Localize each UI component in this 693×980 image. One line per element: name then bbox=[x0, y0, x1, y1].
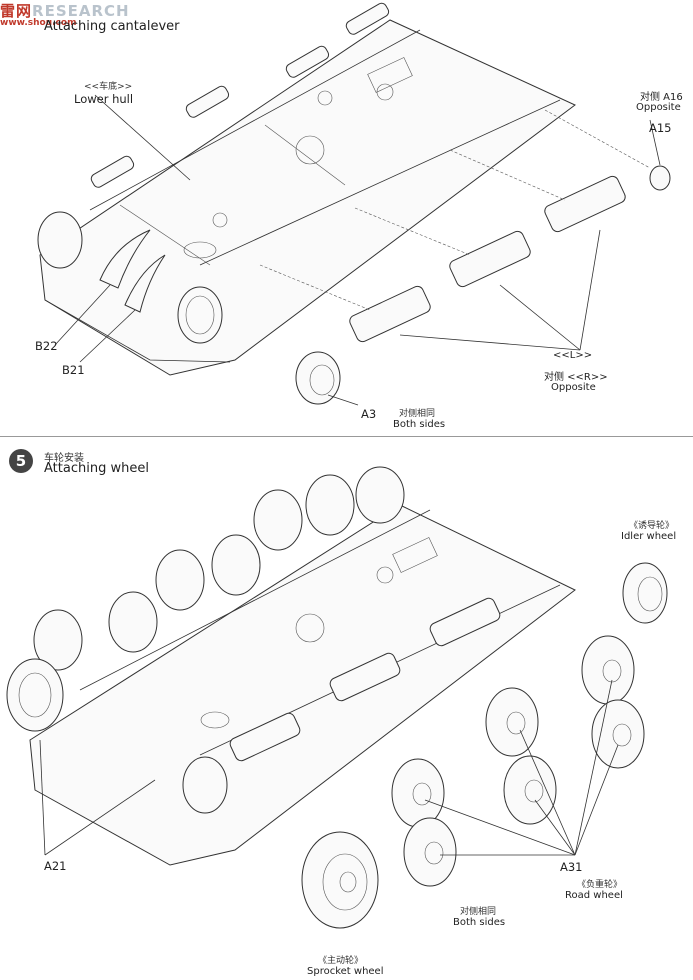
step4-both-sides-cn: 对侧相同 bbox=[399, 409, 436, 419]
part-b22-drawing bbox=[99, 229, 151, 289]
loose-sprocket-wheel bbox=[301, 831, 379, 929]
step5-both-sides-label: Both sides bbox=[453, 917, 506, 928]
opposite-a16-label: Opposite bbox=[636, 102, 681, 113]
watermark-suffix: RESEARCH bbox=[32, 2, 130, 20]
sprocket-wheel-cn-label: 《主动轮》 bbox=[318, 956, 364, 966]
loose-road-wheels bbox=[391, 635, 645, 887]
road-wheel-cn-label: 《负重轮》 bbox=[577, 880, 623, 890]
part-b21-drawing bbox=[124, 254, 166, 313]
lower-hull-label: Lower hull bbox=[74, 92, 134, 106]
part-b21-label: B21 bbox=[62, 363, 85, 377]
idler-wheel-label: Idler wheel bbox=[621, 531, 677, 542]
cantilever-drawings bbox=[349, 175, 626, 343]
lower-hull-drawing-step4 bbox=[37, 2, 576, 376]
watermark-url: www.shou.com bbox=[0, 18, 77, 28]
road-wheel-label: Road wheel bbox=[565, 890, 623, 901]
lower-hull-cn-label: <<车底>> bbox=[84, 82, 133, 92]
lower-hull-drawing-step5 bbox=[29, 504, 576, 866]
section-divider bbox=[0, 436, 693, 437]
part-b22-label: B22 bbox=[35, 339, 58, 353]
watermark-main: 网 bbox=[16, 2, 33, 20]
installed-hub bbox=[182, 756, 228, 814]
loose-idler-wheel bbox=[622, 562, 668, 624]
part-a15-label: A15 bbox=[649, 121, 672, 135]
watermark-logo: 雷网RESEARCH bbox=[0, 0, 130, 21]
idler-wheel-cn-label: 《诱导轮》 bbox=[629, 521, 675, 531]
installed-sprocket bbox=[6, 658, 64, 732]
step5-title-cn: 车轮安装 bbox=[44, 453, 84, 464]
part-a21-label: A21 bbox=[44, 859, 67, 873]
sprocket-wheel-label: Sprocket wheel bbox=[307, 966, 384, 977]
part-a3-drawing bbox=[295, 351, 341, 405]
step4-both-sides-label: Both sides bbox=[393, 419, 446, 430]
step4-title: Attaching cantalever bbox=[44, 19, 180, 34]
step5-both-sides-cn: 对侧相同 bbox=[460, 907, 497, 917]
right-side-cn-tag: 对侧 <<R>> bbox=[544, 372, 608, 383]
right-side-opposite-label: Opposite bbox=[551, 382, 596, 393]
installed-road-wheels bbox=[33, 466, 405, 671]
left-side-tag: <<L>> bbox=[553, 350, 593, 361]
part-a15-drawing bbox=[649, 165, 671, 191]
opposite-a16-cn-label: 对侧 A16 bbox=[640, 92, 683, 103]
watermark-prefix: 雷 bbox=[0, 2, 17, 20]
step5-title: Attaching wheel bbox=[44, 461, 149, 476]
part-a3-label: A3 bbox=[361, 407, 377, 421]
part-a31-label: A31 bbox=[560, 860, 583, 874]
step5-number-badge: 5 bbox=[9, 449, 33, 473]
